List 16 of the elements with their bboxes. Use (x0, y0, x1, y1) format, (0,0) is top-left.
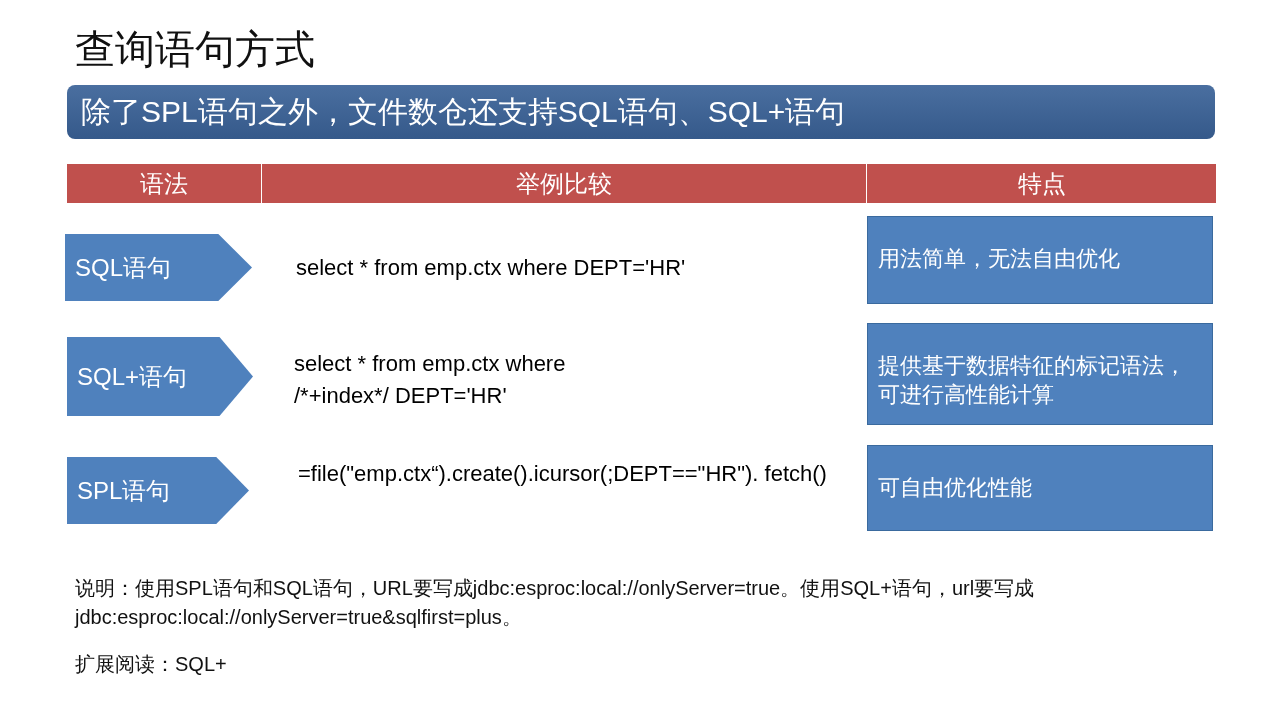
feature-box: 用法简单，无法自由优化 (867, 216, 1213, 304)
feature-box: 提供基于数据特征的标记语法，可进行高性能计算 (867, 323, 1213, 425)
note-text: 扩展阅读：SQL+ (75, 652, 228, 677)
code-example: select * from emp.ctx where DEPT='HR' (296, 254, 687, 282)
code-example: select * from emp.ctx where /*+index*/ DEPT='HR' (294, 350, 567, 410)
header-cell: 举例比较 (262, 164, 866, 203)
code-example: =file("emp.ctx“).create().icursor(;DEPT=="HR"). fetch() (298, 460, 828, 488)
syntax-arrow-tag: SQL语句 (65, 234, 252, 301)
syntax-arrow-tag: SPL语句 (67, 457, 249, 524)
syntax-arrow-tag: SQL+语句 (67, 337, 253, 416)
feature-box: 可自由优化性能 (867, 445, 1213, 531)
subtitle-banner: 除了SPL语句之外，文件数仓还支持SQL语句、SQL+语句 (67, 85, 1215, 139)
slide-title: 查询语句方式 (75, 26, 315, 73)
header-cell: 特点 (867, 164, 1216, 203)
note-text: 说明：使用SPL语句和SQL语句，URL要写成jdbc:esproc:local://onlyServer=true。使用SQL+语句，url要写成jdbc:esproc:local://onlyServer=true&sqlfirst=plus。 (75, 576, 1036, 630)
header-cell: 语法 (67, 164, 261, 203)
